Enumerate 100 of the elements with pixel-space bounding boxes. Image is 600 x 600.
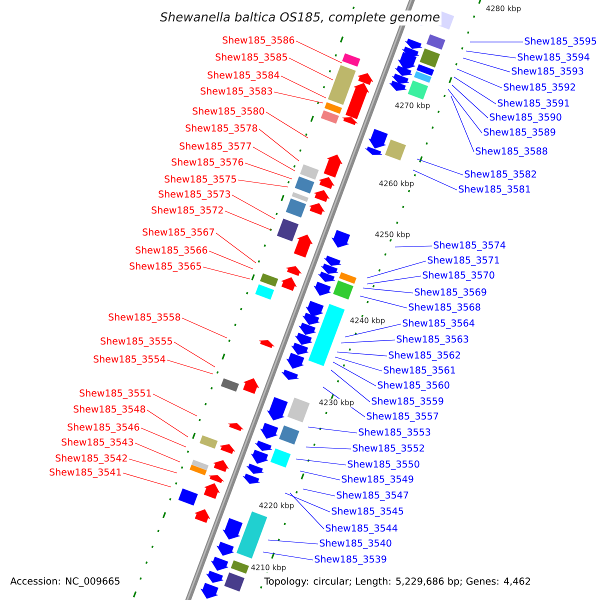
gene-label: Shew185_3578: [186, 124, 258, 134]
gene-label: Shew185_3575: [164, 175, 236, 185]
gene-label: Shew185_3591: [498, 99, 570, 109]
leader-line: [466, 50, 516, 58]
gene-label: Shew185_3570: [422, 271, 494, 281]
leader-line: [334, 356, 382, 372]
leader-line: [224, 210, 272, 230]
gene-label: Shew185_3561: [384, 366, 456, 376]
leader-line: [340, 340, 396, 344]
leader-line: [166, 360, 214, 374]
leader-line: [360, 296, 408, 308]
gene-label: Shew185_3559: [372, 397, 444, 407]
leader-line: [416, 158, 464, 176]
leader-line: [330, 370, 370, 402]
leader-line: [362, 288, 414, 294]
gene-label: Shew185_3589: [484, 128, 556, 138]
gene-label: Shew185_3544: [326, 524, 398, 534]
leader-line: [332, 362, 376, 386]
leader-line: [306, 446, 352, 450]
leader-line: [268, 540, 318, 544]
gene-label: Shew185_3540: [320, 539, 392, 549]
leader-line: [296, 40, 342, 64]
leader-line: [296, 458, 346, 466]
gene-label: Shew185_3574: [434, 241, 506, 251]
leader-line: [208, 250, 254, 270]
gene-label: Shew185_3568: [408, 303, 480, 313]
gene-label: Shew185_3593: [512, 67, 584, 77]
gene-label: Shew185_3555: [100, 337, 172, 347]
gene-label: Shew185_3576: [172, 158, 244, 168]
leader-line: [266, 112, 308, 138]
gene-label: Shew185_3558: [108, 313, 180, 323]
gene-label: Shew185_3564: [402, 319, 474, 329]
gene-label: Shew185_3582: [464, 170, 536, 180]
leader-line: [280, 76, 326, 98]
leader-line: [238, 180, 288, 188]
leader-line: [308, 426, 358, 434]
leader-line: [134, 442, 180, 462]
leader-line: [274, 92, 324, 104]
leader-line: [202, 266, 250, 280]
gene-label: Shew185_3560: [378, 381, 450, 391]
leader-line: [258, 128, 300, 162]
gene-label: Shew185_3586: [222, 36, 294, 46]
gene-label: Shew185_3581: [458, 185, 530, 195]
gene-label: Shew185_3562: [388, 351, 460, 361]
leader-line: [284, 492, 330, 512]
leader-line: [366, 260, 426, 278]
gene-label: Shew185_3551: [80, 389, 151, 399]
leader-line: [456, 68, 502, 88]
leader-line: [182, 318, 228, 338]
gene-label: Shew185_3539: [314, 555, 386, 565]
leader-line: [412, 170, 458, 190]
leader-line: [454, 76, 496, 104]
gene-label: Shew185_3549: [342, 475, 414, 485]
leader-line: [290, 492, 324, 530]
leader-line: [300, 470, 340, 480]
gene-label: Shew185_3585: [216, 53, 287, 63]
gene-label: Shew185_3541: [50, 468, 121, 478]
gene-label: Shew185_3557: [366, 412, 438, 422]
info-text: Topology: circular; Length: 5,229,686 bp; Genes: 4,462: [263, 576, 532, 588]
gene-label: Shew185_3554: [94, 355, 166, 365]
gene-label: Shew185_3572: [152, 206, 223, 216]
leader-line: [140, 428, 186, 448]
leader-line: [394, 246, 432, 248]
gene-label: Shew185_3566: [136, 246, 208, 256]
gene-label: Shew185_3588: [476, 147, 548, 157]
leader-line: [450, 96, 474, 152]
leader-line: [462, 58, 510, 72]
leader-line: [152, 394, 198, 416]
leader-line: [122, 472, 172, 488]
leader-line: [262, 552, 314, 560]
gene-label: Shew185_3545: [332, 507, 404, 517]
title: Shewanella baltica OS185, complete genome: [158, 10, 442, 26]
leader-line: [216, 232, 256, 264]
gene-label: Shew185_3577: [180, 142, 251, 152]
gene-label: Shew185_3552: [352, 444, 424, 454]
gene-label: Shew185_3542: [56, 454, 127, 464]
leader-line: [252, 146, 296, 172]
gene-label: Shew185_3550: [348, 460, 420, 470]
leader-line: [336, 352, 388, 356]
gene-label: Shew185_3594: [518, 53, 590, 63]
gene-label: Shew185_3595: [524, 37, 596, 47]
leader-line: [232, 194, 276, 220]
leader-line: [302, 488, 336, 496]
gene-label: Shew185_3563: [396, 335, 468, 345]
gene-label: Shew185_3543: [62, 438, 134, 448]
leader-line: [146, 410, 188, 438]
leader-line: [344, 324, 402, 338]
info-text: Accession: NC_009665: [9, 576, 122, 588]
gene-label: Shew185_3553: [358, 428, 430, 438]
leader-line: [174, 342, 216, 368]
gene-label: Shew185_3547: [336, 491, 408, 501]
leader-line: [366, 276, 422, 284]
gene-label: Shew185_3571: [428, 256, 500, 266]
gene-label: Shew185_3584: [208, 71, 280, 81]
leader-line: [288, 58, 334, 80]
gene-label: Shew185_3565: [130, 262, 201, 272]
leader-line: [128, 458, 178, 474]
leader-line: [448, 88, 482, 134]
leader-line: [244, 162, 292, 180]
gene-label: Shew185_3592: [504, 83, 575, 93]
